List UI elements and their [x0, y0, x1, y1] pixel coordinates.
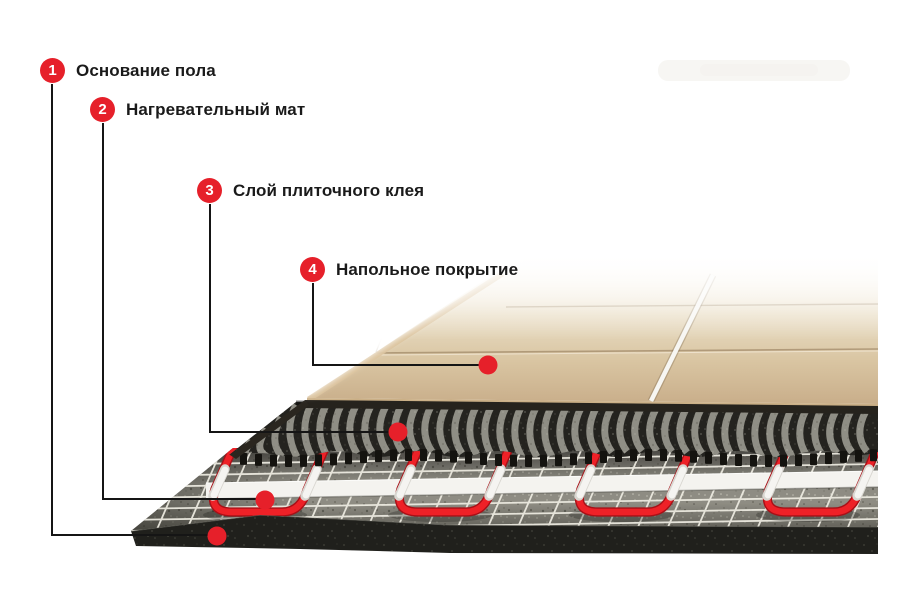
heating-cable — [203, 448, 878, 522]
callouts-graphics — [51, 84, 498, 546]
callout-line-2 — [102, 123, 260, 500]
callout-label-2: 2 Нагревательный мат — [90, 97, 305, 122]
watermark — [658, 60, 850, 81]
callout-text-2: Нагревательный мат — [126, 99, 306, 119]
callout-dot-2 — [255, 490, 275, 510]
adhesive-teeth — [240, 449, 877, 467]
callout-badge-3: 3 — [197, 178, 222, 203]
callout-badge-1: 1 — [40, 58, 65, 83]
callout-dot-1 — [207, 526, 227, 546]
callout-badge-4: 4 — [300, 257, 325, 282]
callout-text-3: Слой плиточного клея — [233, 180, 425, 200]
callout-line-3 — [209, 204, 393, 433]
callout-label-3: 3 Слой плиточного клея — [197, 178, 424, 203]
callout-badge-2: 2 — [90, 97, 115, 122]
callout-line-4 — [312, 283, 483, 366]
callout-line-1 — [51, 84, 214, 536]
callout-text-1: Основание пола — [76, 60, 216, 80]
tile-layer — [160, 248, 910, 459]
callout-dot-3 — [388, 422, 408, 442]
callout-label-4: 4 Напольное покрытие — [300, 257, 518, 282]
tile-joint — [376, 348, 879, 354]
callout-label-1: 1 Основание пола — [40, 58, 216, 83]
callout-text-4: Напольное покрытие — [336, 259, 519, 279]
callout-dot-4 — [478, 355, 498, 375]
